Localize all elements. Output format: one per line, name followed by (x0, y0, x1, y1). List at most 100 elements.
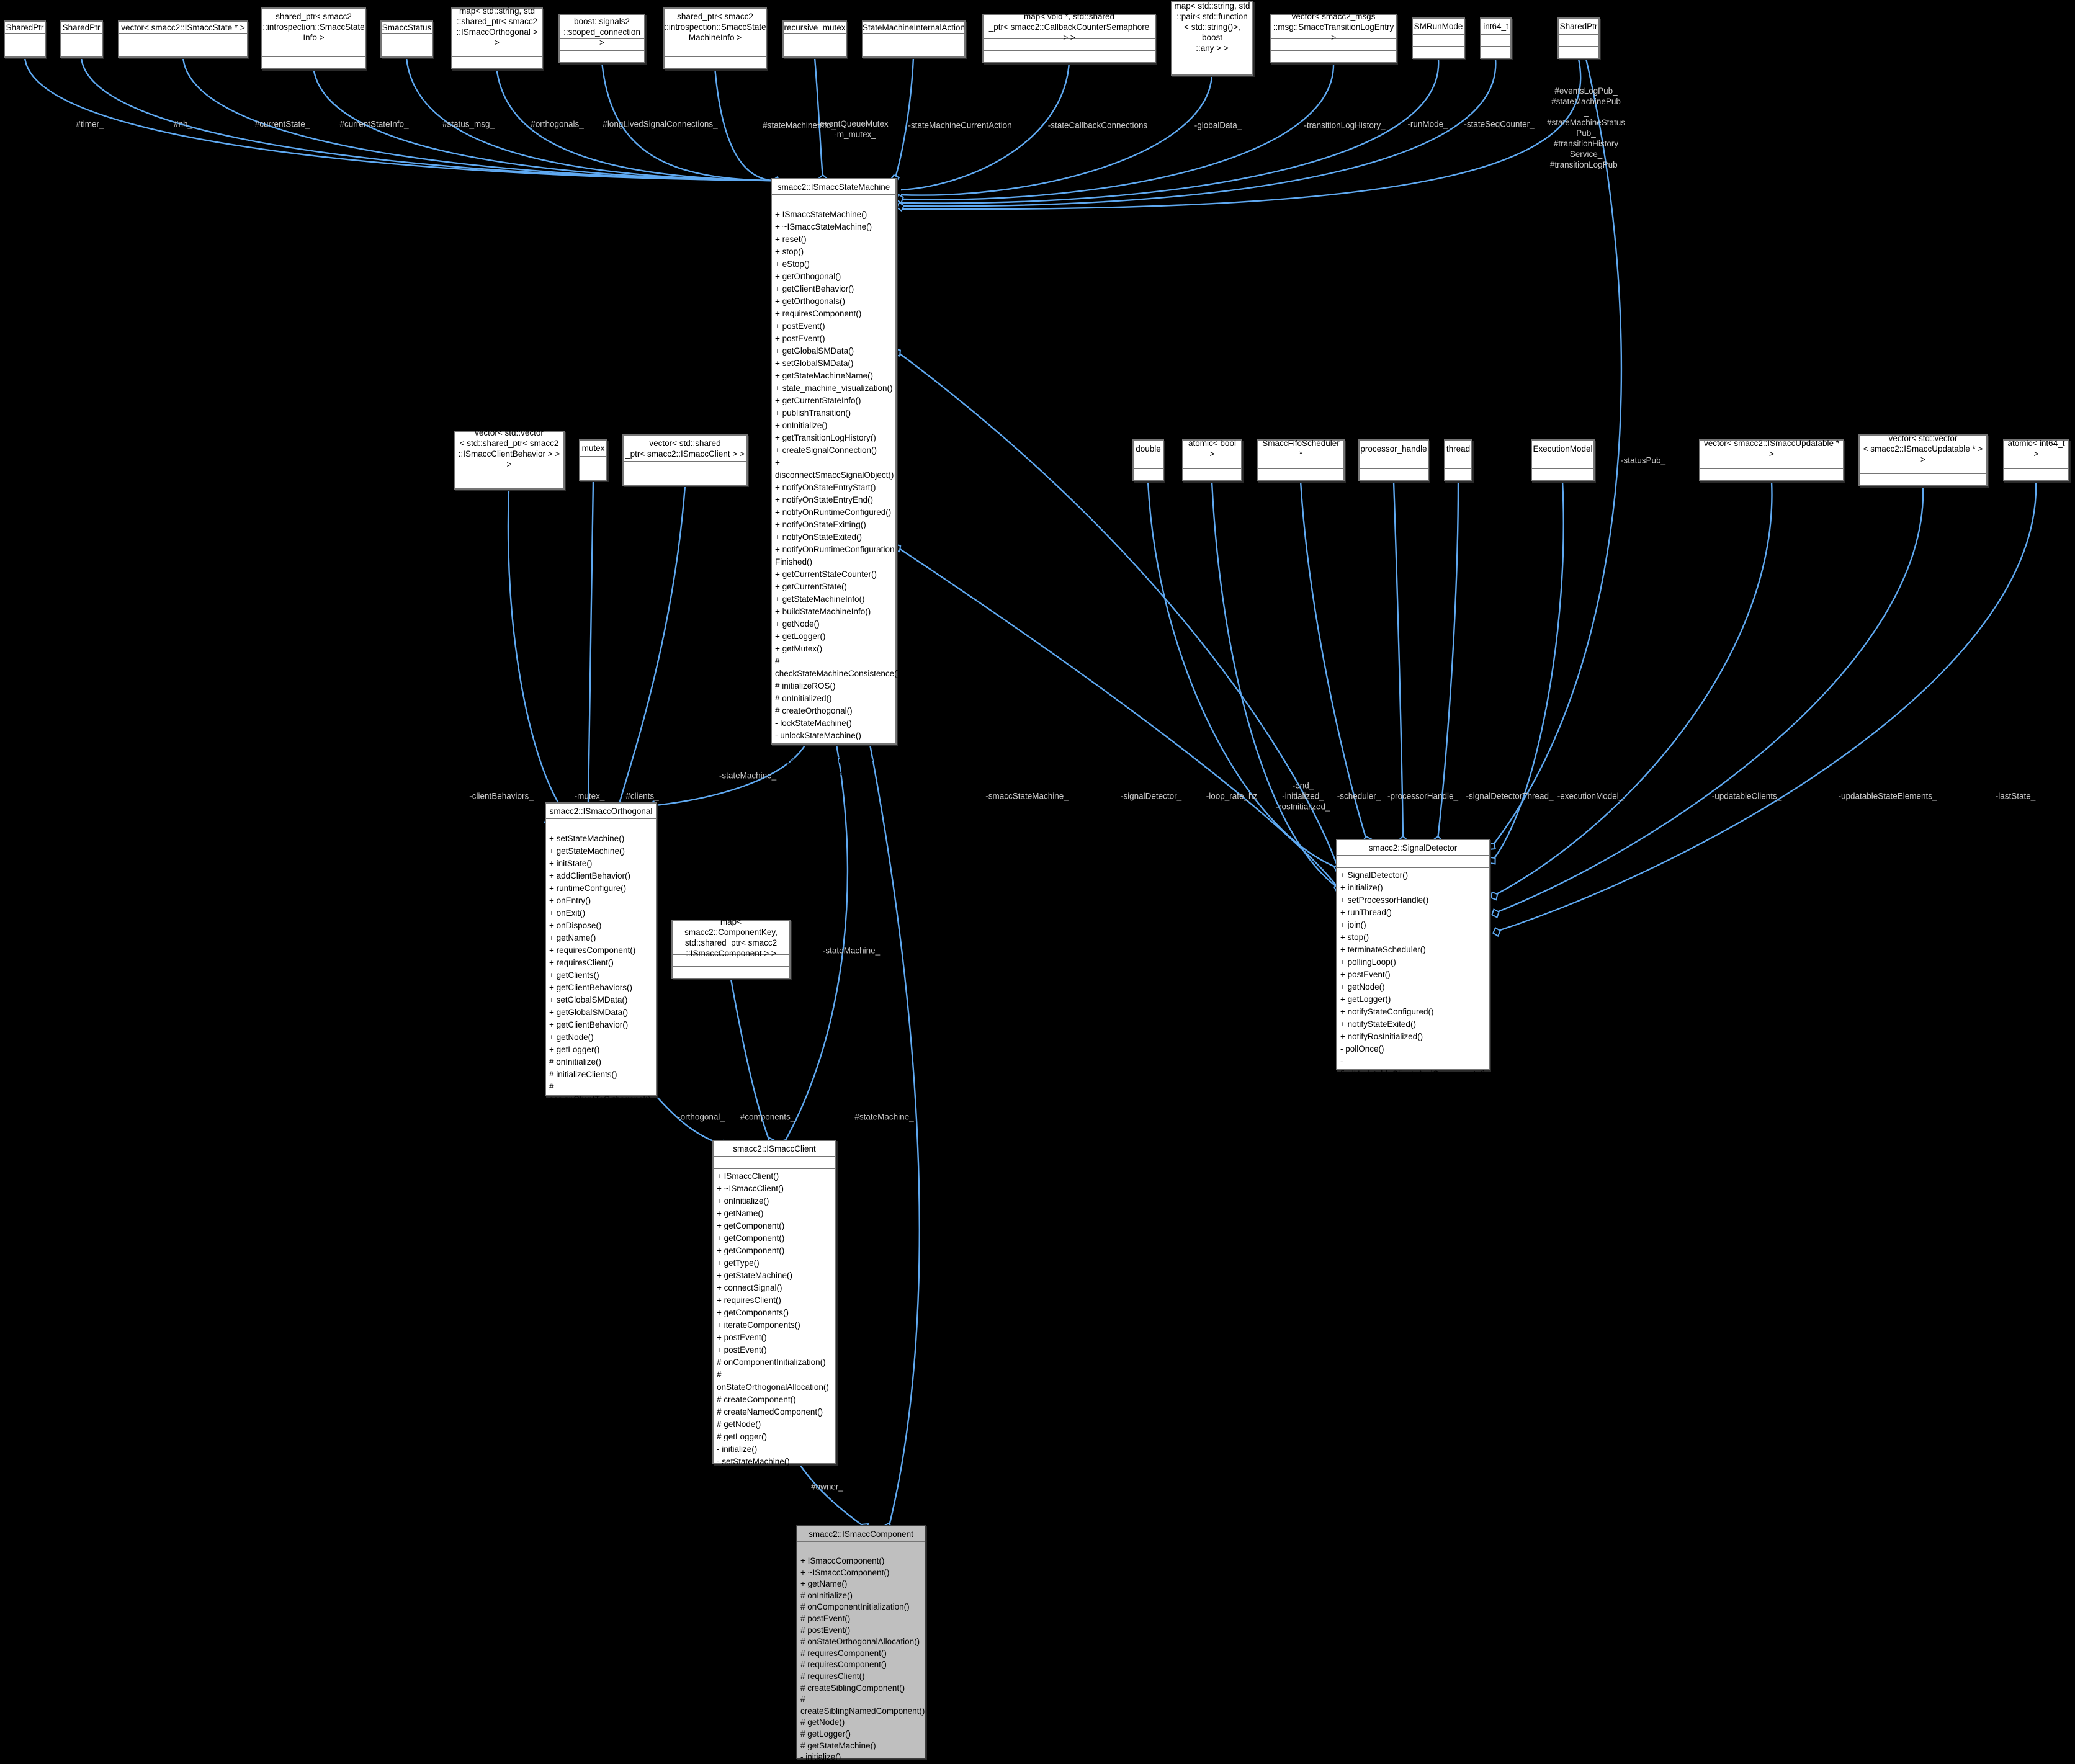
edge-label: -lastState_ (1995, 791, 2036, 801)
class-member: + getCurrentStateCounter() (775, 570, 877, 579)
class-member: + getClients() (549, 970, 599, 980)
class-title: map< smacc2::ComponentKey, std::shared_p… (673, 917, 789, 958)
class-node-c4[interactable]: smacc2::ISmaccClient+ ISmaccClient()+ ~I… (712, 1140, 836, 1479)
class-member: + requiresClient() (549, 958, 614, 967)
empty-compartment (665, 57, 766, 68)
type-node-t16: SharedPtr (1557, 17, 1600, 59)
class-node-c1[interactable]: smacc2::ISmaccStateMachine+ ISmaccStateM… (771, 178, 902, 777)
empty-compartment (262, 45, 365, 57)
type-node-t10: StateMachineInternalAction (862, 20, 966, 58)
class-member: # onStateOrthogonalAllocation() (800, 1637, 920, 1647)
class-member: + onExit() (549, 908, 586, 918)
class-member: + runtimeConfigure() (549, 884, 627, 893)
class-member: + getClientBehavior() (549, 1020, 629, 1029)
class-member: + getCurrentStateInfo() (775, 396, 861, 405)
empty-compartment (1559, 35, 1598, 47)
edge-label: #nh_ (173, 119, 193, 129)
aggregation-edge (1147, 481, 1337, 869)
class-node-c2[interactable]: smacc2::ISmaccOrthogonal+ setStateMachin… (545, 802, 657, 1104)
empty-compartment (5, 34, 45, 45)
aggregation-edge (587, 480, 594, 804)
class-member: + state_machine_visualization() (775, 383, 893, 393)
edge-label: #components_ (740, 1112, 795, 1122)
class-member: + notifyOnStateEntryEnd() (775, 495, 873, 504)
empty-compartment (1481, 35, 1510, 47)
empty-compartment (984, 51, 1155, 62)
aggregation-edge (1299, 481, 1368, 840)
class-member: + createSignalConnection() (775, 445, 877, 455)
class-member: + getOrthogonal() (775, 272, 841, 281)
edge-label: #status_msg_ (442, 119, 495, 129)
class-title: double (1134, 441, 1163, 457)
class-member: # createComponent() (717, 1395, 796, 1404)
class-title: atomic< bool > (1183, 439, 1241, 459)
class-member: + requiresComponent() (775, 309, 862, 318)
class-member: + eStop() (775, 259, 810, 269)
type-node-t19: vector< std::shared _ptr< smacc2::ISmacc… (622, 434, 748, 486)
class-member: # requiresComponent() (800, 1660, 887, 1670)
empty-compartment (1532, 457, 1593, 469)
class-member: + notifyRosInitialized() (1340, 1032, 1423, 1041)
class-member: # getLogger() (800, 1729, 851, 1739)
empty-compartment (863, 45, 964, 56)
methods-compartment: + SignalDetector()+ initialize()+ setPro… (1337, 868, 1489, 1094)
edge-label: -clientBehaviors_ (469, 791, 534, 801)
class-member: # postEvent() (800, 1625, 851, 1635)
class-title: vector< smacc2::ISmaccUpdatable * > (1700, 439, 1843, 459)
class-member: # getStateMachine() (800, 1740, 876, 1750)
open-diamond-arrowhead (1490, 891, 1499, 901)
aggregation-edge (1496, 481, 2037, 933)
edge-label: -statusPub_ (1620, 455, 1666, 465)
class-member: + requiresClient() (717, 1296, 781, 1305)
type-node-t18: mutex (579, 439, 607, 481)
class-title: recursive_mutex (784, 22, 846, 34)
edge-label: #longLivedSignalConnections_ (603, 119, 718, 129)
class-member: + postEvent() (717, 1345, 767, 1354)
class-title: smacc2::ISmaccComponent (797, 1526, 925, 1542)
class-member: # getNode() (800, 1717, 845, 1727)
class-member: + publishTransition() (775, 408, 851, 418)
empty-compartment (1413, 47, 1464, 58)
class-member: + postEvent() (775, 334, 825, 343)
type-node-t5: SmaccStatus (380, 20, 433, 58)
class-title: SharedPtr (61, 22, 102, 34)
class-title: SmaccFifoScheduler * (1258, 439, 1343, 459)
class-title: thread (1445, 441, 1471, 457)
class-member: - findUpdatableStateElements() (1340, 1081, 1458, 1091)
empty-compartment (1134, 469, 1163, 480)
class-member: # createSiblingComponent() (800, 1683, 905, 1693)
class-member: + getStateMachineName() (775, 371, 873, 380)
aggregation-edge (897, 547, 1338, 888)
empty-compartment (1445, 469, 1471, 480)
class-node-c5[interactable]: smacc2::ISmaccComponent+ ISmaccComponent… (796, 1525, 926, 1764)
edge-label: -end_ -initialized_ -rosInitialized_ (1276, 781, 1330, 812)
aggregation-edge (601, 61, 774, 182)
empty-compartment (1134, 457, 1163, 469)
class-member: + getName() (800, 1579, 848, 1589)
aggregation-edge (1392, 481, 1404, 840)
class-member: + SignalDetector() (1340, 871, 1409, 880)
aggregation-edge (783, 744, 848, 1143)
class-member: # onInitialized() (775, 694, 832, 703)
type-node-t21: atomic< bool > (1182, 439, 1242, 481)
class-member: + ~ISmaccClient() (717, 1184, 784, 1193)
class-member: + postEvent() (1340, 970, 1391, 979)
edge-label: -runMode_ (1407, 119, 1448, 129)
class-member: - updateStatusMessage() (775, 768, 869, 777)
class-member: # postEvent() (800, 1613, 851, 1623)
empty-compartment (1172, 63, 1252, 74)
edge-label: -transitionLogHistory_ (1304, 120, 1386, 130)
class-member: + ISmaccClient() (717, 1171, 779, 1181)
empty-compartment (455, 477, 563, 488)
class-node-c6[interactable]: smacc2::SignalDetector+ SignalDetector()… (1336, 839, 1490, 1091)
class-member: + getComponent() (717, 1233, 785, 1243)
class-member: # requiresClient() (800, 1671, 865, 1681)
type-node-t23: processor_handle (1358, 439, 1429, 481)
aggregation-edge (1494, 481, 1773, 897)
edge-label: -processorHandle_ (1387, 791, 1459, 801)
class-member: + notifyStateConfigured() (1340, 1007, 1434, 1016)
empty-compartment (1445, 457, 1471, 469)
type-node-t24: thread (1444, 439, 1472, 481)
class-member: + getName() (717, 1209, 764, 1218)
